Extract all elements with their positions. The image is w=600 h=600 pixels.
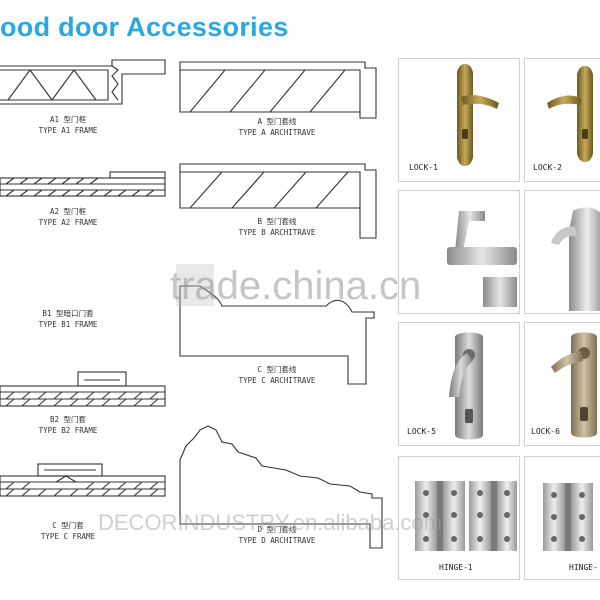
watermark-box [176,264,214,306]
caption-b1-en: TYPE B1 FRAME [38,320,98,329]
architrave-d-drawing [179,425,383,549]
caption-arch-a-cn: A 型门套线 [257,117,297,126]
product-lock-5[interactable]: LOCK-5 [398,322,520,446]
caption-arch-b-en: TYPE B ARCHITRAVE [238,228,316,237]
caption-a1: A1 型门框 TYPE A1 FRAME [39,114,98,136]
product-label: HINGE-1 [439,563,473,572]
caption-a2-cn: A2 型门框 [49,207,87,216]
lever-lock-steel-icon [449,332,483,440]
caption-b1: B1 型暗口门套 TYPE B1 FRAME [39,308,98,330]
caption-a1-en: TYPE A1 FRAME [38,126,98,135]
caption-arch-b-cn: B 型门套线 [257,217,297,226]
caption-arch-c-cn: C 型门套线 [257,365,297,374]
caption-a1-cn: A1 型门框 [49,115,87,124]
lever-lock-satin-icon [551,332,597,438]
product-hinge-2[interactable]: HINGE- [524,456,600,580]
caption-arch-b: B 型门套线 TYPE B ARCHITRAVE [239,216,316,238]
product-label: LOCK-1 [409,163,438,172]
watermark-alibaba: DECORINDUSTRY.en.alibaba.com [98,510,442,535]
caption-c-cn: C 型门套 [52,521,84,530]
product-lock-6[interactable]: LOCK-6 [524,322,600,446]
lever-lock-brass-icon [457,64,499,166]
architrave-c-drawing [179,285,375,385]
caption-arch-d-cn: D 型门套线 [257,525,297,534]
product-label: HINGE- [569,563,598,572]
lever-lock-steel-icon [447,211,517,307]
caption-arch-d: D 型门套线 TYPE D ARCHITRAVE [239,524,316,546]
caption-arch-a: A 型门套线 TYPE A ARCHITRAVE [239,116,316,138]
profile-c-drawing [0,463,166,497]
caption-b2-cn: B2 型门套 [49,415,87,424]
lever-lock-brass-icon [547,66,593,162]
product-hinge-1[interactable]: HINGE-1 [398,456,520,580]
architrave-b-drawing [179,163,377,239]
caption-b1-cn: B1 型暗口门套 [42,309,94,318]
product-lock-2[interactable]: LOCK-2 [524,58,600,182]
caption-b2-en: TYPE B2 FRAME [38,426,98,435]
caption-arch-c-en: TYPE C ARCHITRAVE [238,376,316,385]
profile-drawings [0,59,383,549]
caption-b2: B2 型门套 TYPE B2 FRAME [39,414,98,436]
profile-b2-drawing [0,371,166,407]
profile-a2-drawing [0,171,166,197]
product-lock-1[interactable]: LOCK-1 [398,58,520,182]
door-hinge-icon [415,481,517,551]
product-label: LOCK-2 [533,163,562,172]
watermark-trade: trade.china.cn [170,264,422,308]
caption-c: C 型门套 TYPE C FRAME [41,520,95,542]
page-title: ood door Accessories [0,12,289,42]
product-label: LOCK-5 [407,427,436,436]
caption-arch-a-en: TYPE A ARCHITRAVE [238,128,316,137]
product-lock-4[interactable] [524,190,600,314]
product-label: LOCK-6 [531,427,560,436]
caption-a2-en: TYPE A2 FRAME [38,218,98,227]
caption-a2: A2 型门框 TYPE A2 FRAME [39,206,98,228]
caption-arch-c: C 型门套线 TYPE C ARCHITRAVE [239,364,316,386]
lever-lock-steel-icon [551,207,600,311]
caption-c-en: TYPE C FRAME [40,532,96,541]
profile-a1-drawing [0,59,166,105]
caption-arch-d-en: TYPE D ARCHITRAVE [238,536,316,545]
architrave-a-drawing [179,61,377,119]
door-hinge-icon [543,483,593,551]
product-lock-3[interactable] [398,190,520,314]
